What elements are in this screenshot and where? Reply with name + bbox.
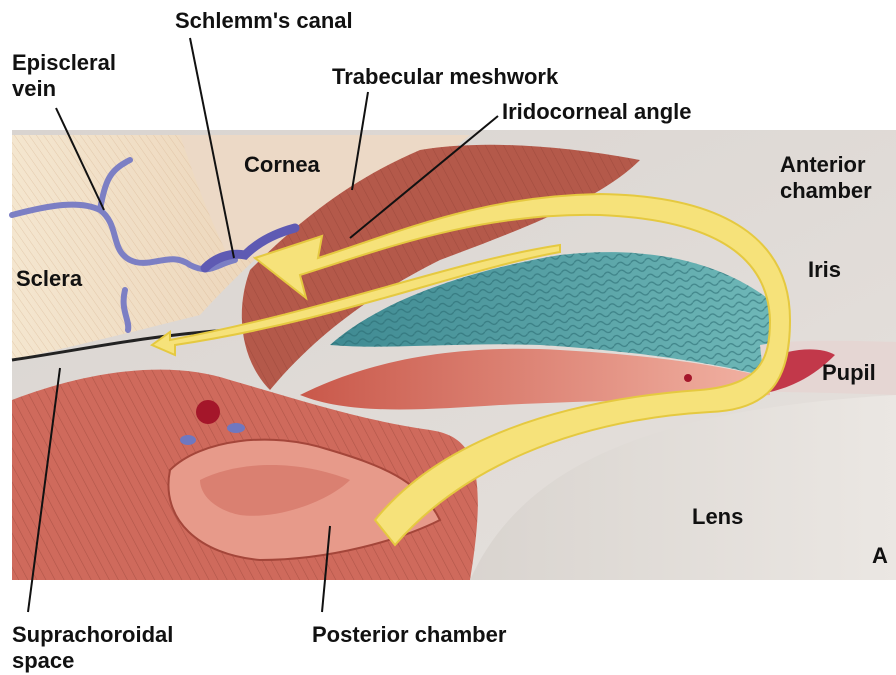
label-schlemms-canal: Schlemm's canal <box>175 8 353 33</box>
label-iridocorneal-angle: Iridocorneal angle <box>502 99 692 124</box>
label-suprachoroidal-space-line2: space <box>12 648 74 673</box>
label-episcleral-vein-line1: Episcleral <box>12 50 116 75</box>
label-episcleral-vein-line2: vein <box>12 76 56 101</box>
label-posterior-chamber: Posterior chamber <box>312 622 506 647</box>
label-anterior-chamber-line1: Anterior <box>780 152 866 177</box>
label-anterior-chamber-line2: chamber <box>780 178 872 203</box>
label-trabecular-meshwork: Trabecular meshwork <box>332 64 558 89</box>
label-suprachoroidal-space-line1: Suprachoroidal <box>12 622 173 647</box>
label-iris: Iris <box>808 257 841 282</box>
panel-letter: A <box>872 543 888 568</box>
label-sclera: Sclera <box>16 266 82 291</box>
ciliary-vessel-small <box>227 423 245 433</box>
label-lens: Lens <box>692 504 743 529</box>
iris-vessel <box>684 374 692 382</box>
ciliary-vessel <box>196 400 220 424</box>
label-pupil: Pupil <box>822 360 876 385</box>
ciliary-vessel-small <box>180 435 196 445</box>
label-cornea: Cornea <box>244 152 320 177</box>
